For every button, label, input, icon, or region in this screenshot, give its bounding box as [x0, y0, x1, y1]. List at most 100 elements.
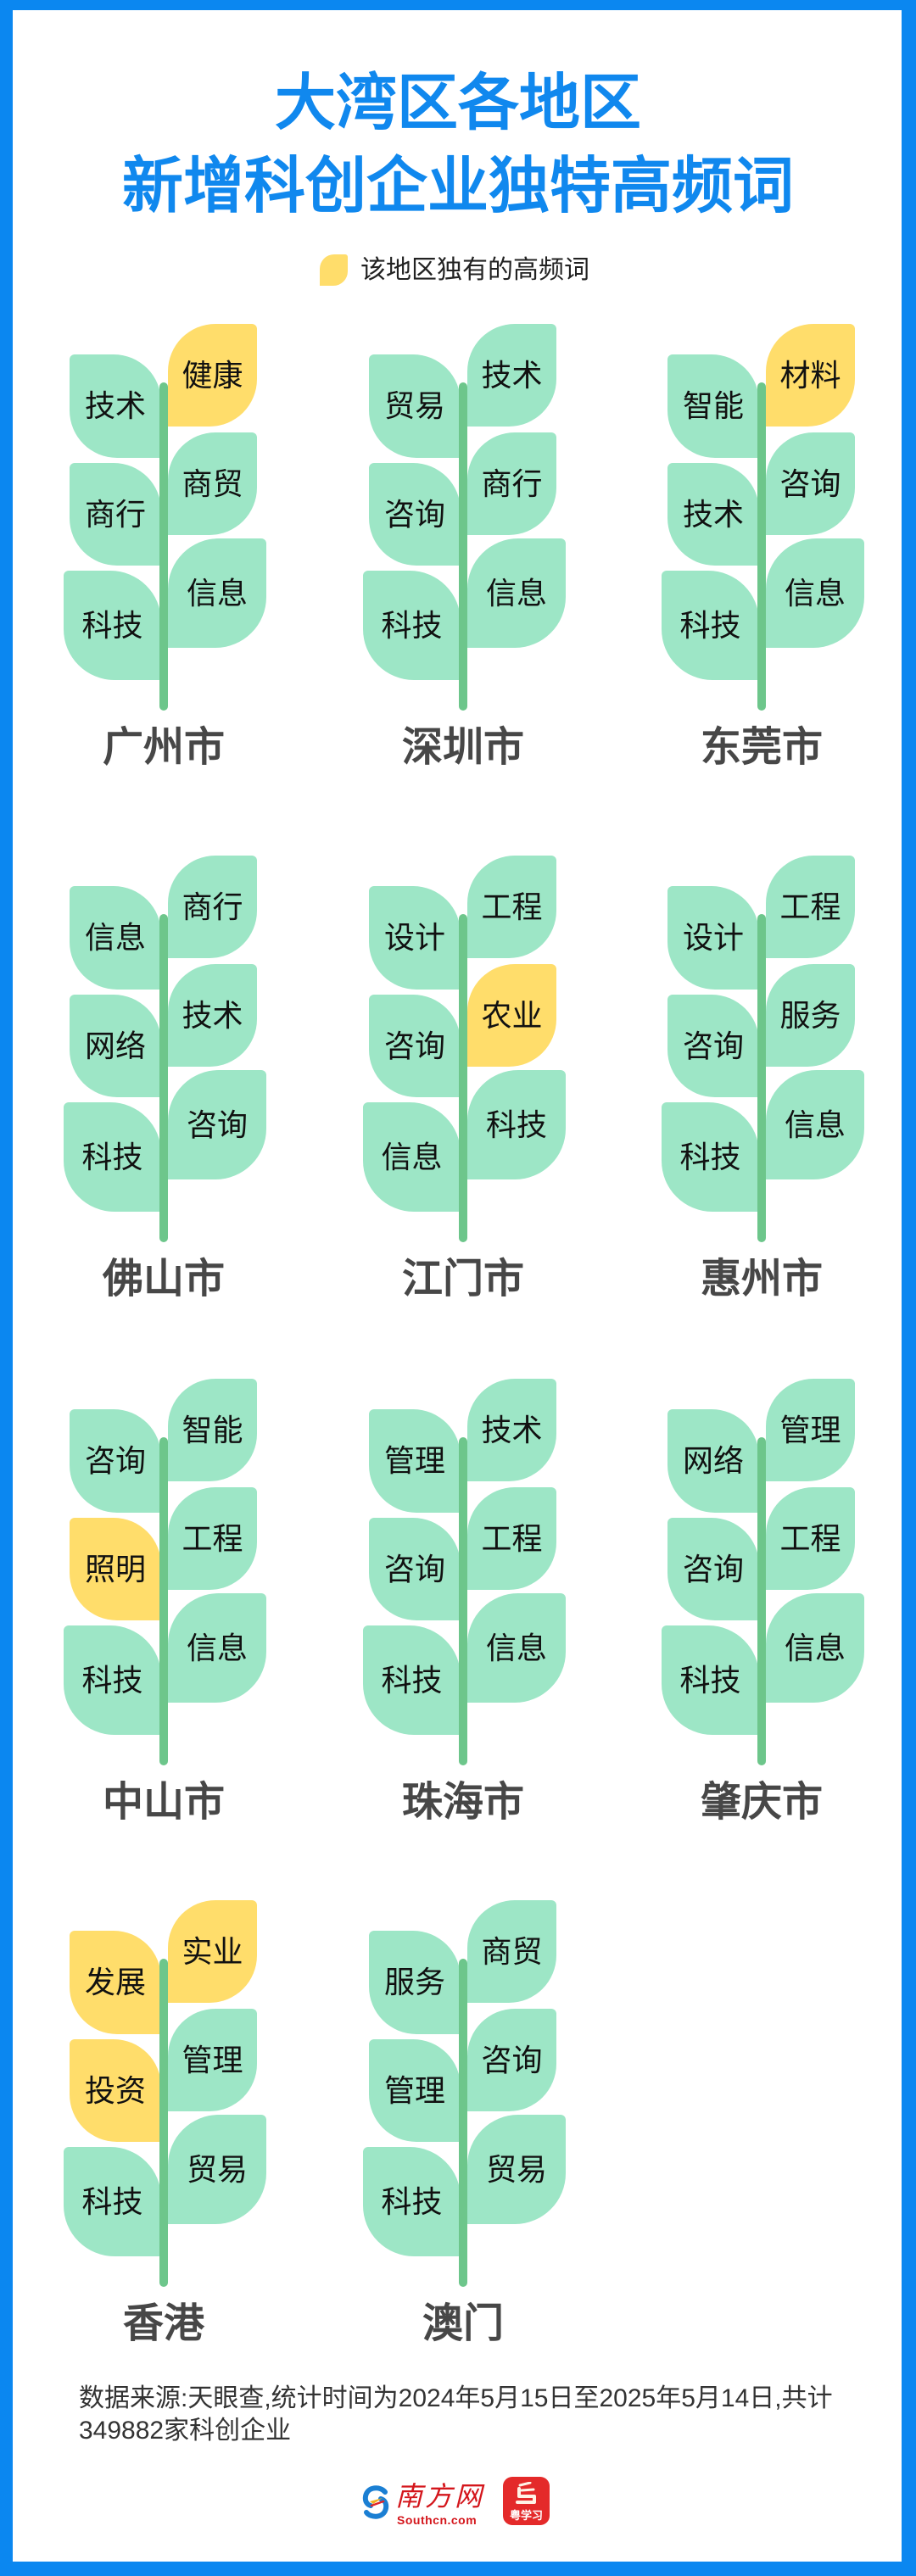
- keyword-text: 工程: [182, 1520, 243, 1556]
- keyword-text: 咨询: [84, 1443, 146, 1478]
- data-source-note-line-1: 数据来源:天眼查,统计时间为2024年5月15日至2025年5月14日,共计: [79, 2384, 833, 2412]
- keyword-leaf-left-3: 科技: [363, 2147, 461, 2256]
- keyword-leaf-left-1: 技术: [70, 354, 161, 458]
- keyword-text: 科技: [679, 607, 741, 643]
- keyword-text: 贸易: [186, 2151, 248, 2187]
- keyword-text: 网络: [682, 1443, 744, 1478]
- keyword-leaf-left-2: 投资: [70, 2039, 161, 2142]
- keyword-text: 科技: [381, 2183, 443, 2219]
- plant-stem: [159, 914, 168, 1242]
- page-title-line-1: 大湾区各地区: [274, 70, 641, 137]
- plant-stem: [459, 1437, 467, 1765]
- keyword-text: 信息: [784, 1630, 846, 1665]
- keyword-text: 科技: [381, 607, 443, 643]
- keyword-text: 技术: [84, 388, 146, 423]
- keyword-leaf-right-1: 实业: [168, 1900, 257, 2003]
- keyword-leaf-right-3: 信息: [766, 1593, 864, 1703]
- keyword-leaf-right-1: 商行: [168, 856, 257, 958]
- keyword-text: 商行: [481, 466, 543, 501]
- region-plant-shenzhen: 贸易 咨询 科技 技术 商行 信息 深圳市: [361, 324, 566, 773]
- keyword-leaf-right-3: 咨询: [168, 1070, 266, 1179]
- region-plant-jiangmen: 设计 咨询 信息 工程 农业 科技 江门市: [361, 856, 566, 1305]
- keyword-leaf-right-3: 信息: [766, 1070, 864, 1179]
- region-name: 肇庆市: [700, 1780, 823, 1825]
- keyword-text: 科技: [381, 1662, 443, 1698]
- keyword-text: 信息: [485, 575, 547, 611]
- keyword-leaf-left-3: 科技: [64, 1625, 161, 1735]
- region-plant-hong-kong: 发展 投资 科技 实业 管理 贸易 香港: [62, 1900, 266, 2350]
- region-name: 惠州市: [700, 1257, 823, 1302]
- region-name: 广州市: [102, 725, 225, 770]
- keyword-text: 技术: [481, 1412, 543, 1447]
- keyword-leaf-right-1: 管理: [766, 1379, 855, 1481]
- keyword-text: 服务: [779, 997, 841, 1033]
- keyword-leaf-right-2: 咨询: [766, 432, 855, 535]
- keyword-text: 咨询: [186, 1107, 248, 1142]
- keyword-leaf-right-3: 信息: [168, 538, 266, 648]
- keyword-text: 设计: [682, 920, 744, 955]
- keyword-text: 咨询: [481, 2042, 543, 2077]
- keyword-text: 网络: [84, 1028, 146, 1063]
- keyword-text: 科技: [81, 1139, 143, 1174]
- keyword-leaf-right-2: 服务: [766, 964, 855, 1067]
- region-name: 东莞市: [700, 725, 823, 770]
- keyword-leaf-left-3: 科技: [64, 1102, 161, 1212]
- yuexuexi-app-icon: 粤学习: [503, 2477, 550, 2525]
- keyword-leaf-left-3: 科技: [662, 571, 759, 680]
- keyword-text: 信息: [784, 1107, 846, 1142]
- keyword-text: 信息: [485, 1630, 547, 1665]
- keyword-leaf-right-3: 信息: [467, 1593, 566, 1703]
- keyword-leaf-left-1: 发展: [70, 1931, 161, 2034]
- keyword-text: 管理: [383, 1443, 445, 1478]
- keyword-leaf-left-2: 管理: [369, 2039, 461, 2142]
- keyword-text: 照明: [84, 1551, 146, 1586]
- plant-stem: [159, 1959, 168, 2287]
- southcn-logo-text: 南方网: [395, 2480, 485, 2512]
- keyword-text: 工程: [481, 889, 543, 924]
- plant-stem: [159, 1437, 168, 1765]
- keyword-leaf-left-3: 科技: [662, 1102, 759, 1212]
- keyword-leaf-left-3: 科技: [64, 571, 161, 680]
- plant-stem: [459, 1959, 467, 2287]
- keyword-leaf-right-3: 信息: [766, 538, 864, 648]
- keyword-leaf-right-1: 工程: [766, 856, 855, 958]
- keyword-leaf-right-2: 咨询: [467, 2009, 556, 2111]
- keyword-leaf-left-2: 商行: [70, 463, 161, 566]
- keyword-text: 商行: [84, 496, 146, 532]
- keyword-text: 智能: [682, 388, 744, 423]
- keyword-leaf-right-2: 商行: [467, 432, 556, 535]
- keyword-text: 智能: [182, 1412, 243, 1447]
- keyword-text: 科技: [679, 1139, 741, 1174]
- keyword-leaf-right-2: 农业: [467, 964, 556, 1067]
- keyword-leaf-right-3: 信息: [168, 1593, 266, 1703]
- keyword-leaf-right-2: 工程: [467, 1487, 556, 1590]
- plant-stem: [757, 1437, 766, 1765]
- keyword-text: 管理: [779, 1412, 841, 1447]
- keyword-text: 服务: [383, 1965, 445, 1999]
- region-name: 深圳市: [401, 725, 524, 770]
- keyword-leaf-left-1: 咨询: [70, 1409, 161, 1513]
- keyword-text: 工程: [481, 1520, 543, 1556]
- keyword-leaf-left-1: 管理: [369, 1409, 461, 1513]
- plant-stem: [757, 914, 766, 1242]
- keyword-leaf-left-1: 信息: [70, 886, 161, 990]
- keyword-text: 商贸: [182, 466, 243, 501]
- region-plant-zhongshan: 咨询 照明 科技 智能 工程 信息 中山市: [62, 1379, 266, 1828]
- keyword-text: 信息: [186, 575, 248, 611]
- keyword-leaf-right-1: 智能: [168, 1379, 257, 1481]
- keyword-leaf-right-2: 商贸: [168, 432, 257, 535]
- keyword-text: 商行: [182, 889, 243, 924]
- keyword-leaf-right-3: 科技: [467, 1070, 566, 1179]
- keyword-leaf-right-1: 技术: [467, 324, 556, 427]
- page-title-line-2: 新增科创企业独特高频词: [121, 153, 794, 220]
- region-plant-zhuhai: 管理 咨询 科技 技术 工程 信息 珠海市: [361, 1379, 566, 1828]
- keyword-text: 信息: [84, 920, 146, 955]
- region-plant-foshan: 信息 网络 科技 商行 技术 咨询 佛山市: [62, 856, 266, 1305]
- plant-stem: [459, 914, 467, 1242]
- keyword-text: 咨询: [779, 466, 841, 501]
- region-name: 江门市: [401, 1257, 524, 1302]
- keyword-leaf-right-1: 材料: [766, 324, 855, 427]
- keyword-leaf-left-1: 网络: [667, 1409, 759, 1513]
- keyword-text: 发展: [84, 1965, 146, 1999]
- data-source-note-line-2: 349882家科创企业: [79, 2417, 292, 2445]
